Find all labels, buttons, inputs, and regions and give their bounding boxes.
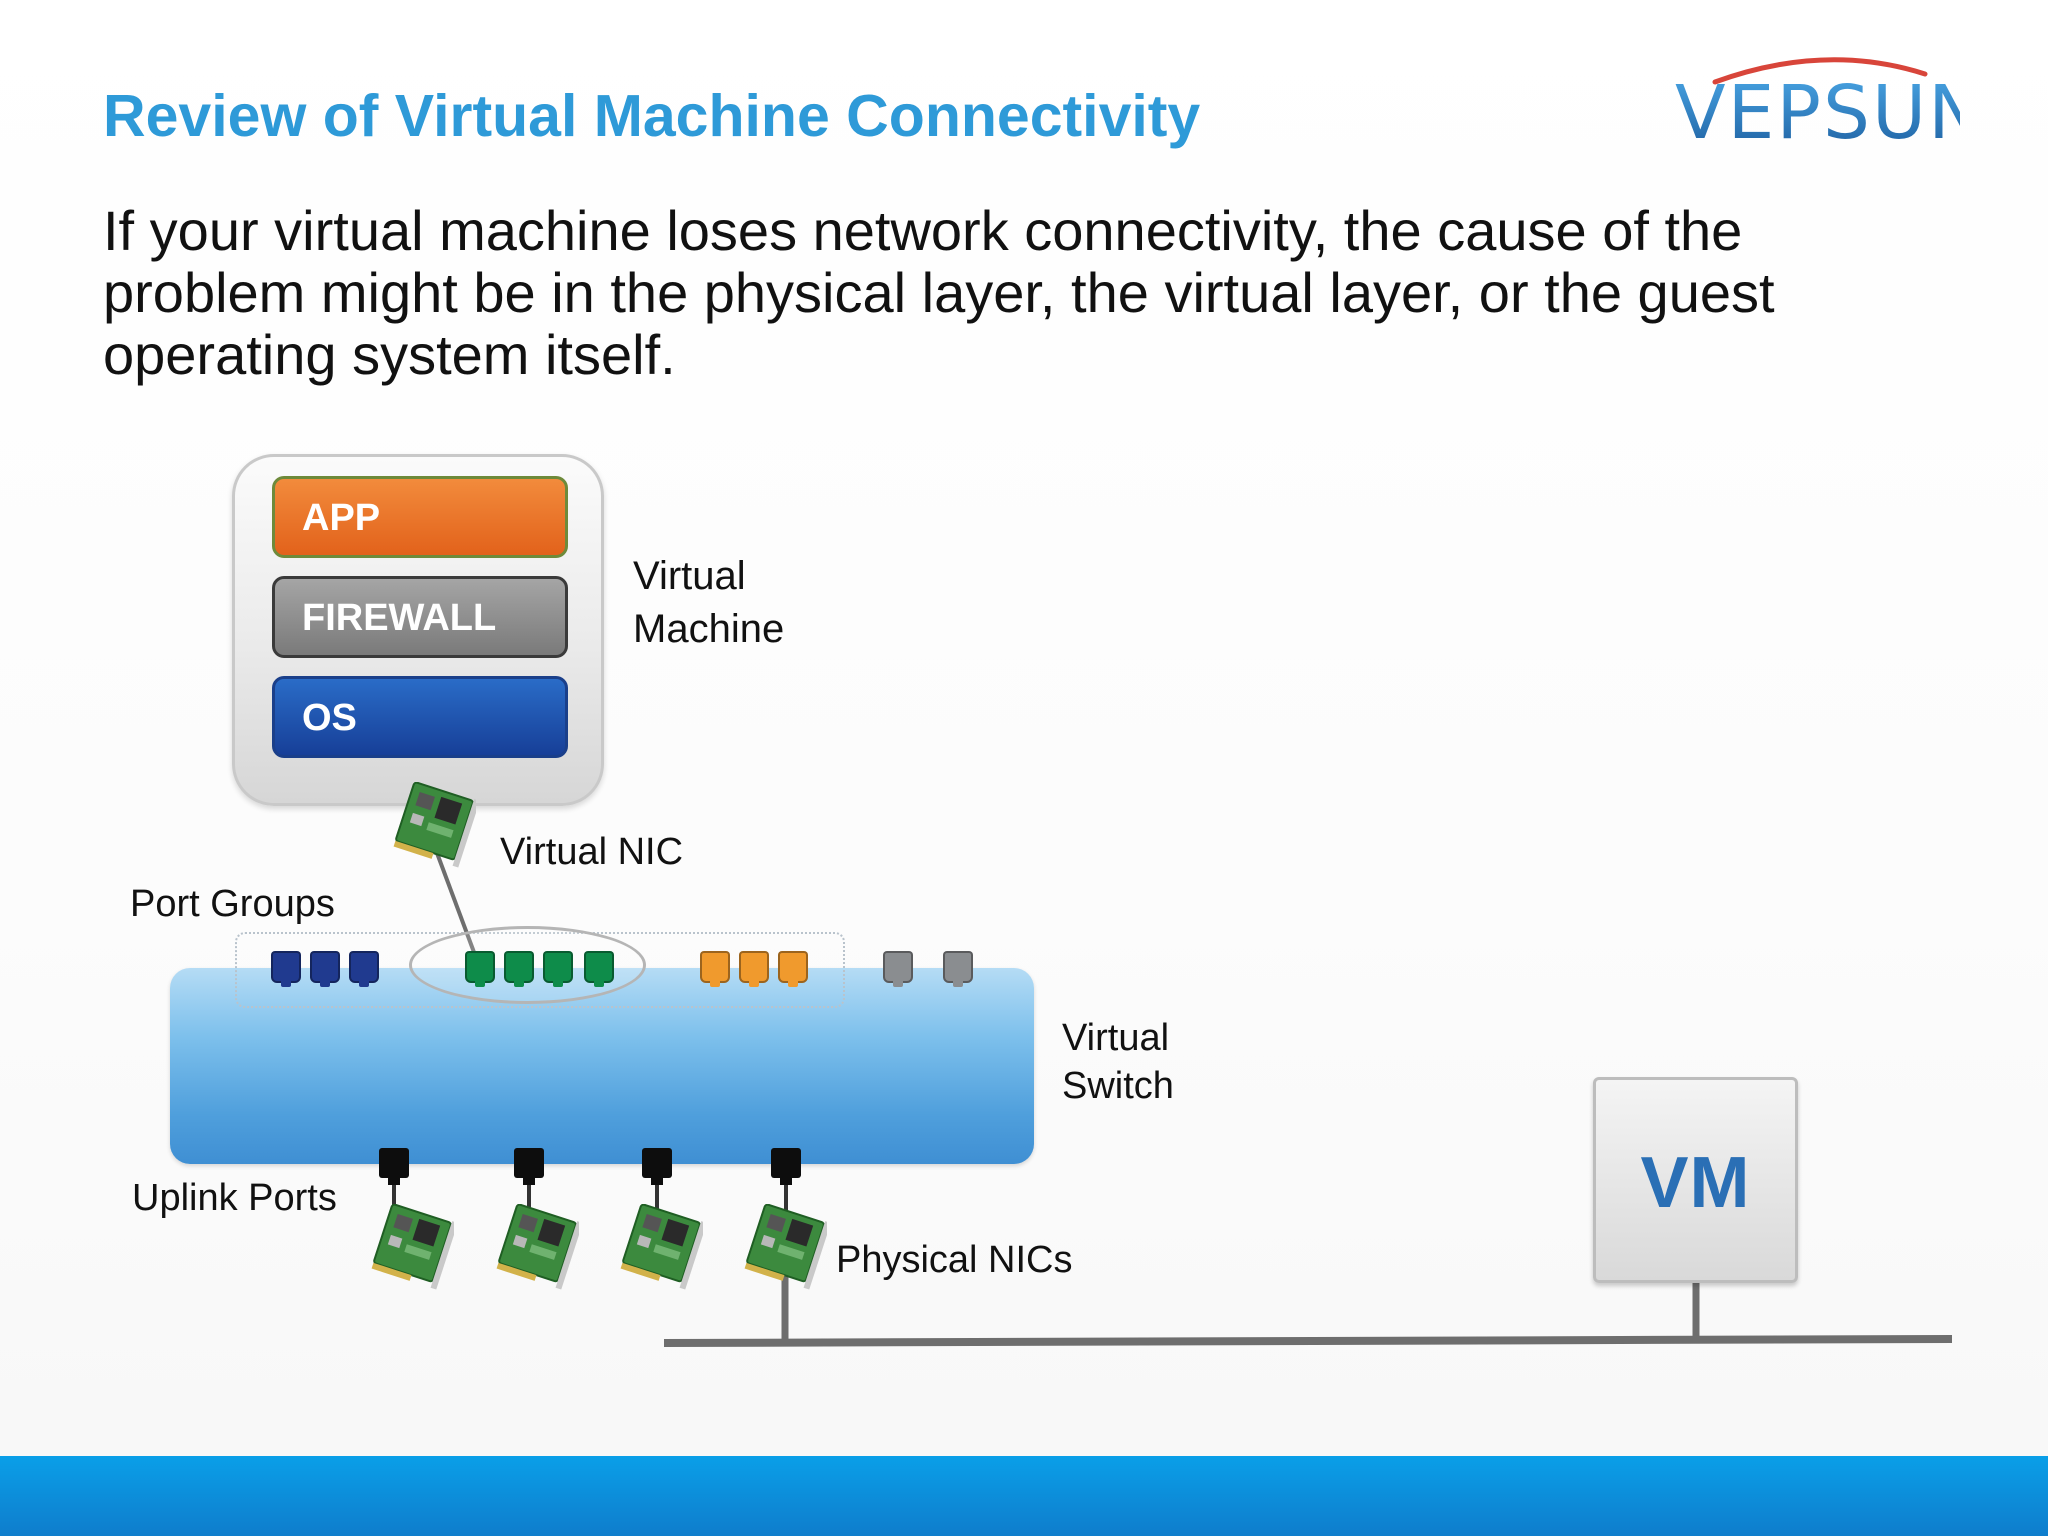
uplink-ports-label: Uplink Ports	[132, 1177, 337, 1219]
virtual-switch	[170, 968, 1034, 1164]
port-gray	[883, 951, 913, 987]
logo-text: VEPSUN	[1675, 70, 1986, 156]
port-gray	[943, 951, 973, 987]
virtual-nic-icon	[393, 782, 476, 868]
physical-nic-icon	[620, 1204, 703, 1290]
physical-nics-label: Physical NICs	[836, 1239, 1073, 1281]
port-orange	[700, 951, 730, 987]
port-green	[584, 951, 614, 987]
os-layer: OS	[272, 676, 568, 758]
virtual-switch-label: Virtual Switch	[1062, 1017, 1174, 1107]
port-blue	[271, 951, 301, 987]
port-blue	[349, 951, 379, 987]
port-orange	[739, 951, 769, 987]
slide-title: Review of Virtual Machine Connectivity	[103, 83, 1201, 149]
uplink-port	[642, 1148, 672, 1185]
port-blue	[310, 951, 340, 987]
physical-network-line	[663, 1335, 1953, 1347]
port-groups-label: Port Groups	[130, 883, 335, 925]
port-green	[543, 951, 573, 987]
vm-box-label: VM	[1640, 1143, 1751, 1223]
vepsun-logo: VEPSUN	[1675, 48, 1984, 156]
body-paragraph: If your virtual machine loses network co…	[103, 199, 1775, 386]
uplink-port	[379, 1148, 409, 1185]
virtual-machine-label: Virtual Machine	[633, 554, 785, 651]
app-layer: APP	[272, 476, 568, 558]
physical-nic-icon	[496, 1204, 579, 1290]
remote-vm-box: VM	[1593, 1077, 1798, 1283]
firewall-layer: FIREWALL	[272, 576, 568, 658]
port-orange	[778, 951, 808, 987]
logo-swoosh-icon	[1712, 57, 1928, 85]
port-green	[465, 951, 495, 987]
physical-nic-icon	[744, 1204, 827, 1290]
footer-bar	[0, 1456, 2048, 1536]
port-green	[504, 951, 534, 987]
virtual-nic-label: Virtual NIC	[500, 831, 684, 873]
uplink-port	[771, 1148, 801, 1185]
physical-nic-icon	[371, 1204, 454, 1290]
uplink-port	[514, 1148, 544, 1185]
